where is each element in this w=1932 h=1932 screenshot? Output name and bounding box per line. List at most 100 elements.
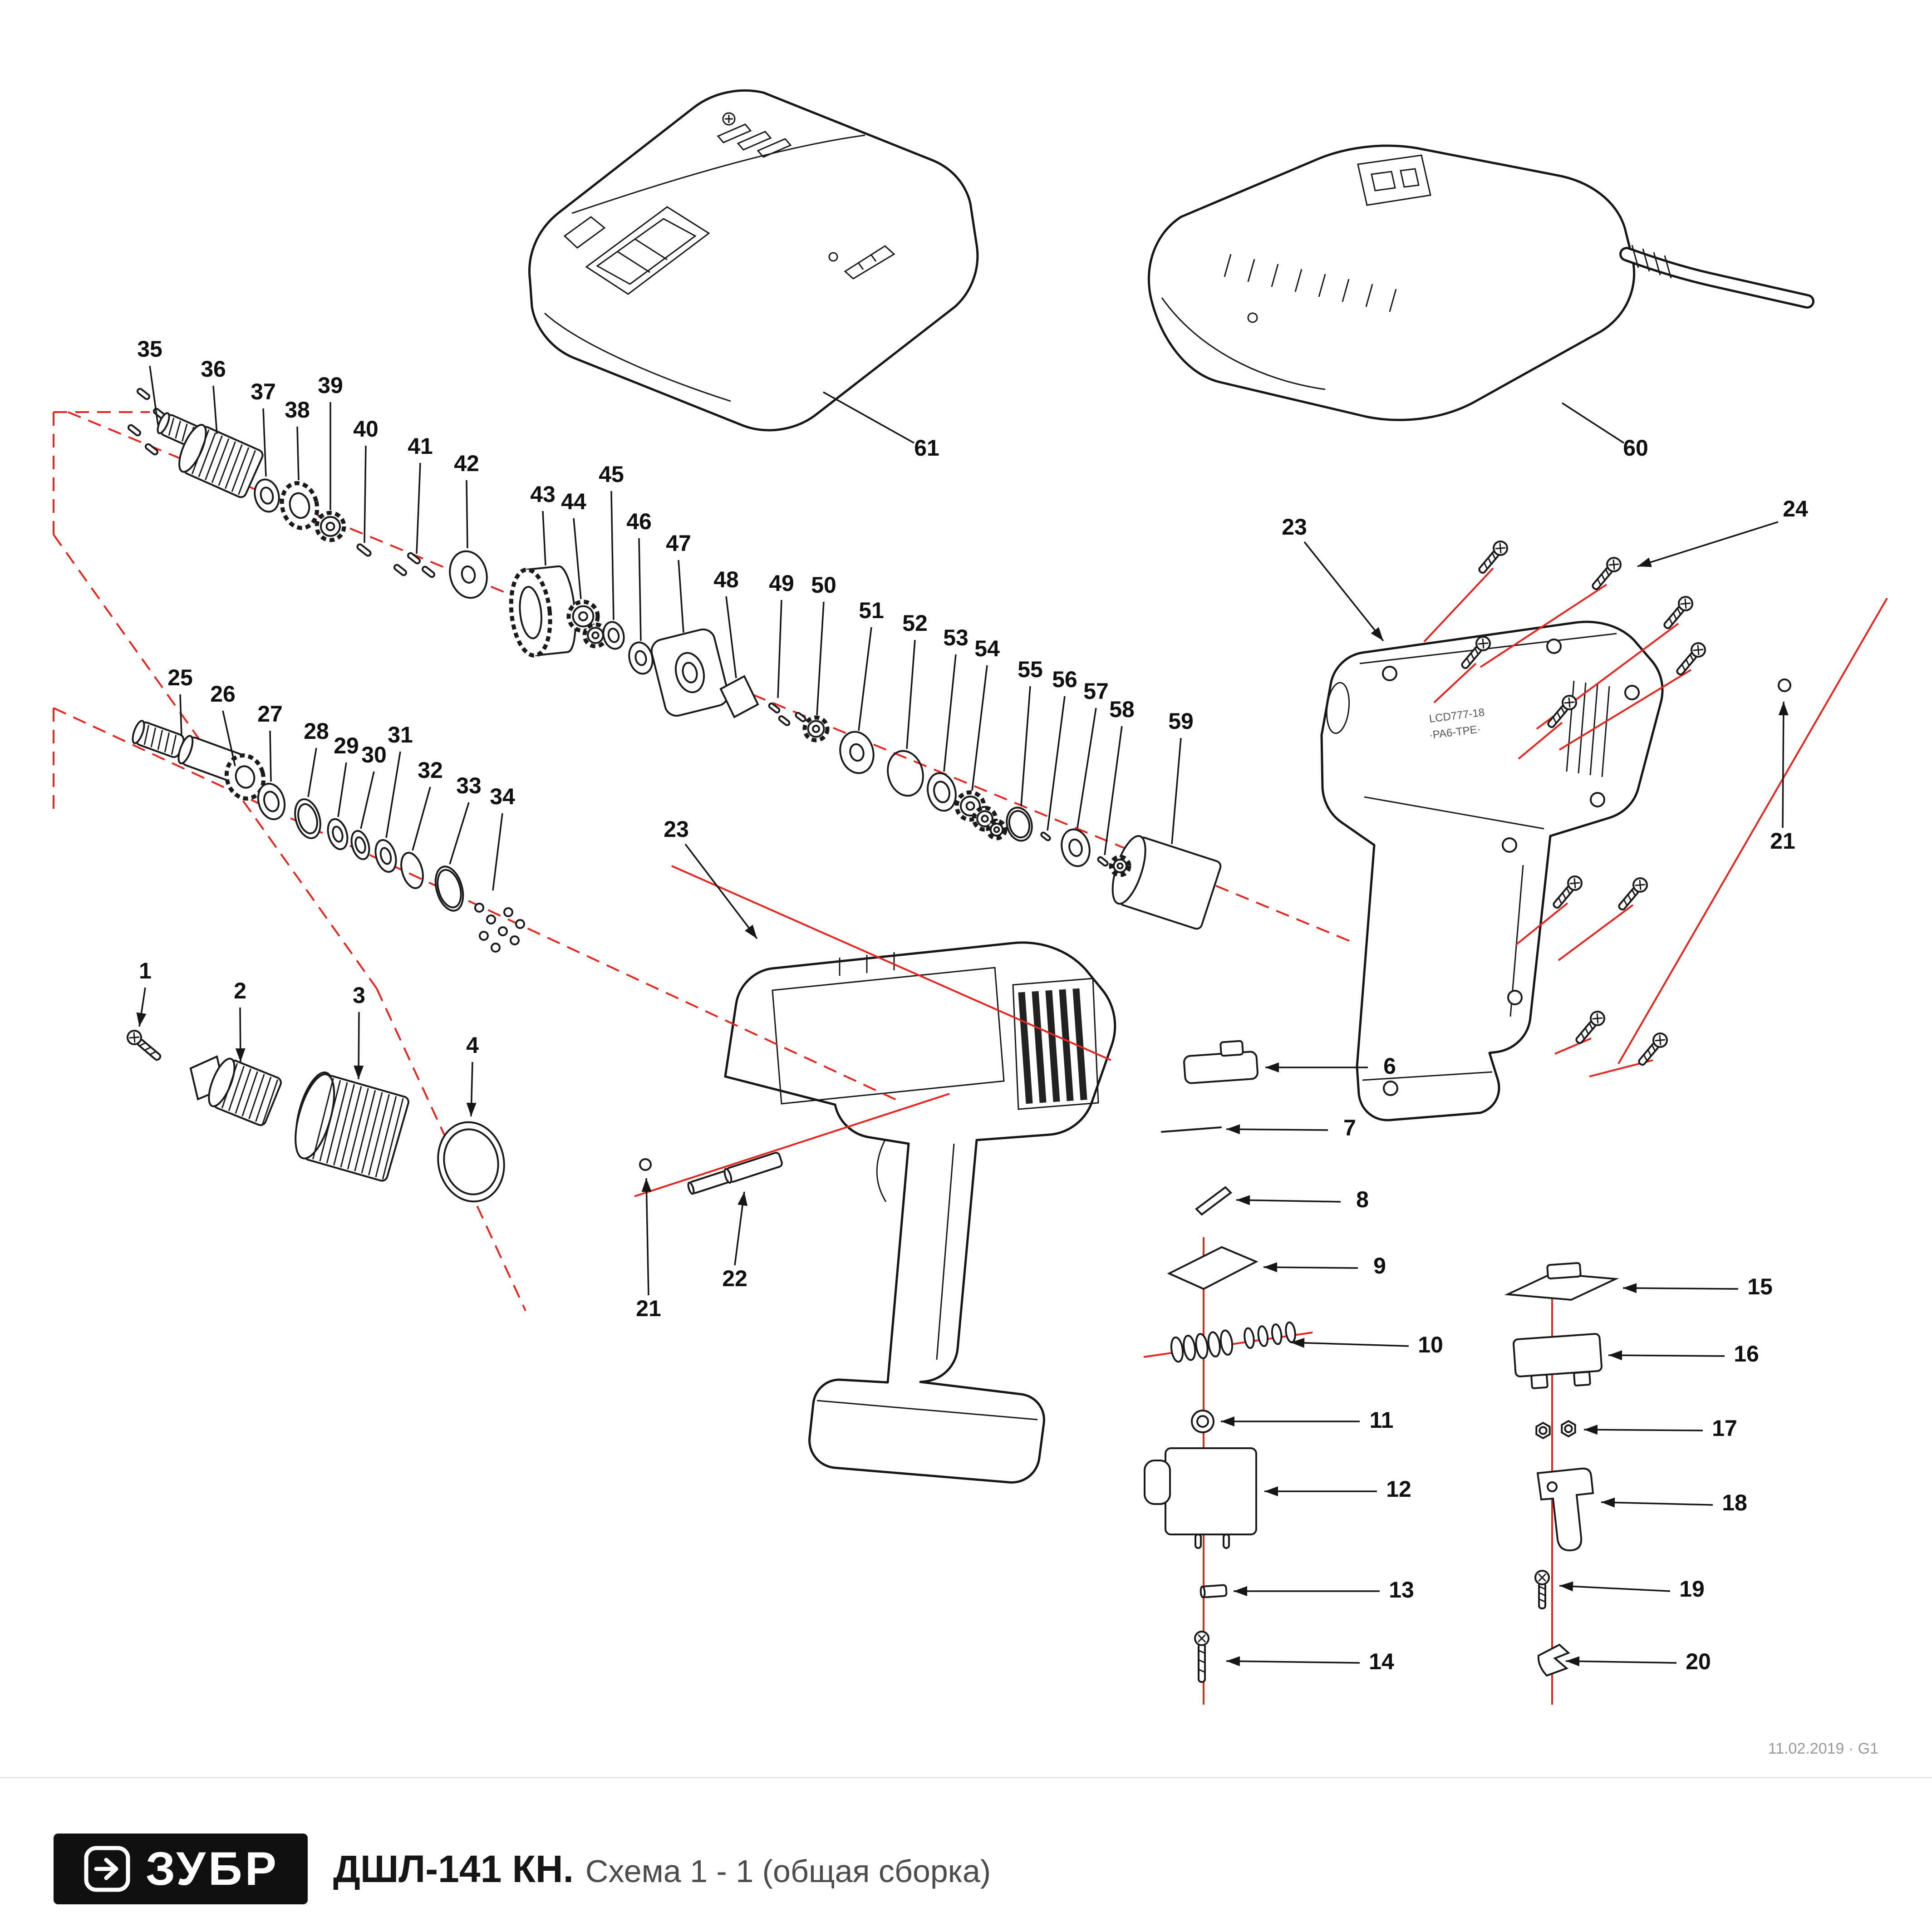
parts-shape — [1539, 1426, 1548, 1435]
part-callout-40: 40 — [353, 416, 379, 442]
parts-shape — [263, 791, 280, 812]
callout-shape — [1303, 541, 1384, 642]
callout-shape — [858, 627, 872, 731]
parts-shape — [1474, 647, 1479, 655]
callout-shape — [364, 445, 367, 543]
part-callout-41: 41 — [408, 433, 433, 459]
callout-arrowhead — [1226, 1656, 1240, 1667]
red-shape — [634, 1093, 950, 1197]
part-callout-57: 57 — [1083, 678, 1109, 704]
callout-shape — [1104, 726, 1123, 855]
parts-shape — [1198, 1668, 1206, 1673]
callout-shape — [1622, 1287, 1739, 1290]
parts-shape — [812, 725, 820, 733]
parts-shape — [254, 478, 280, 513]
callout-shape — [449, 802, 470, 865]
parts-shape — [138, 1042, 147, 1047]
callout-shape — [542, 511, 546, 566]
parts-shape — [315, 511, 346, 542]
parts-shape — [1612, 559, 1615, 570]
part-callout-14: 14 — [1369, 1649, 1394, 1674]
parts-shape — [1165, 1447, 1257, 1535]
part-callout-48: 48 — [713, 567, 739, 592]
part-callout-20: 20 — [1686, 1649, 1711, 1674]
callout-arrowhead — [1264, 1486, 1278, 1496]
parts-shape — [208, 1057, 282, 1126]
parts-layer — [127, 388, 1791, 1683]
callout-arrowhead — [1778, 702, 1789, 716]
callout-shape — [816, 601, 825, 716]
part-callout-46: 46 — [626, 509, 652, 534]
callout-shape — [1559, 1585, 1671, 1592]
parts-shape — [607, 628, 620, 643]
callout-shape — [416, 462, 421, 554]
parts-shape — [1257, 1325, 1269, 1347]
parts-shape — [422, 565, 435, 578]
red-shape — [1518, 722, 1563, 760]
parts-shape — [211, 438, 230, 483]
callout-shape — [1583, 1429, 1703, 1431]
footer: ЗУБР ДШЛ-141 КН. Схема 1 - 1 (общая сбор… — [54, 1834, 991, 1904]
parts-shape — [1536, 1467, 1594, 1552]
callout-shape — [307, 747, 317, 797]
callout-arrowhead — [1559, 1581, 1573, 1592]
parts-shape — [503, 907, 513, 917]
callout-arrowhead — [466, 1102, 477, 1116]
drill-housing-left — [724, 941, 1116, 1484]
callout-arrowhead — [1265, 1062, 1279, 1072]
parts-shape — [1109, 855, 1131, 877]
parts-shape — [312, 1078, 334, 1160]
drawing-caption: ДШЛ-141 КН. Схема 1 - 1 (общая сборка) — [333, 1847, 991, 1891]
callout-arrowhead — [1221, 1416, 1234, 1426]
parts-shape — [1183, 1335, 1196, 1361]
parts-shape — [205, 435, 223, 480]
footer-divider — [0, 1777, 1932, 1778]
parts-shape — [1219, 1040, 1244, 1057]
parts-shape — [1201, 1584, 1228, 1598]
parts-shape — [449, 550, 488, 599]
parts-shape — [628, 641, 654, 675]
parts-shape — [434, 865, 464, 912]
parts-shape — [1170, 1329, 1234, 1363]
parts-shape — [241, 1071, 258, 1117]
part-callout-33: 33 — [456, 773, 482, 798]
parts-shape — [682, 662, 698, 683]
parts-shape — [768, 703, 781, 713]
parts-shape — [986, 819, 1008, 841]
part-callout-17: 17 — [1712, 1416, 1737, 1441]
red-shape — [671, 865, 1111, 1061]
callout-shape — [777, 600, 782, 698]
callout-arrowhead — [1236, 1195, 1250, 1205]
parts-shape — [157, 730, 163, 750]
parts-shape — [479, 931, 489, 941]
parts-shape — [634, 650, 647, 666]
parts-shape — [191, 429, 210, 474]
parts-shape — [1560, 706, 1565, 714]
parts-shape — [723, 1168, 732, 1184]
parts-shape — [1466, 657, 1471, 665]
parts-shape — [1195, 1534, 1202, 1549]
model-title: ДШЛ-141 КН. — [333, 1847, 574, 1890]
parts-shape — [981, 815, 989, 823]
parts-shape — [510, 935, 520, 945]
parts-shape — [1547, 1481, 1558, 1492]
parts-shape — [1061, 828, 1091, 867]
part-callout-12: 12 — [1386, 1476, 1411, 1502]
callout-shape — [360, 771, 375, 829]
parts-shape — [1161, 1126, 1222, 1133]
parts-shape — [1568, 697, 1571, 708]
parts-shape — [1113, 859, 1127, 873]
parts-shape — [1564, 1424, 1573, 1433]
part-callout-10: 10 — [1418, 1332, 1443, 1357]
callout-arrowhead — [1623, 1283, 1637, 1293]
part-callout-27: 27 — [257, 701, 283, 727]
callout-shape — [1020, 686, 1031, 806]
parts-shape — [400, 852, 424, 889]
parts-shape — [175, 420, 181, 439]
callout-arrowhead — [354, 1065, 364, 1079]
parts-shape — [1491, 552, 1496, 560]
red-shape — [1558, 904, 1634, 961]
parts-shape — [1575, 1011, 1605, 1044]
